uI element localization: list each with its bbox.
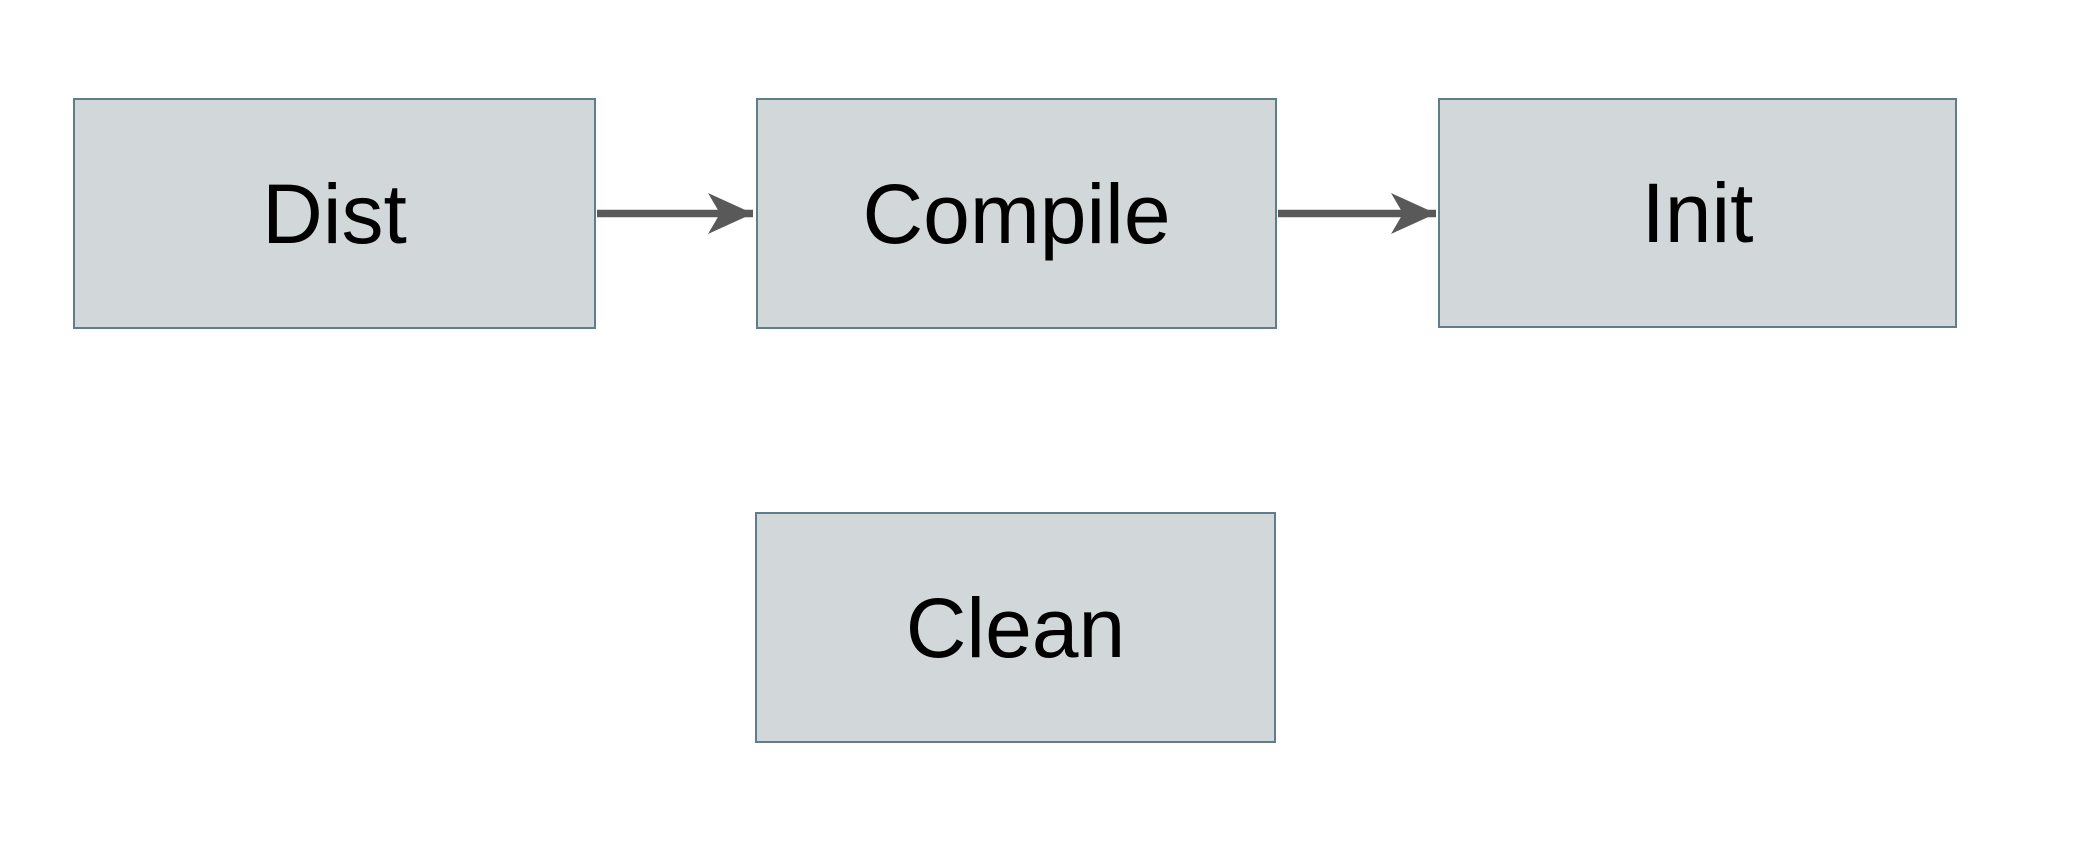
node-clean: Clean — [755, 512, 1276, 743]
node-compile: Compile — [756, 98, 1277, 329]
node-clean-label: Clean — [905, 580, 1126, 675]
node-init-label: Init — [1641, 166, 1754, 260]
node-init: Init — [1438, 98, 1957, 328]
node-dist: Dist — [73, 98, 596, 329]
node-compile-label: Compile — [862, 166, 1171, 261]
node-dist-label: Dist — [262, 166, 407, 261]
